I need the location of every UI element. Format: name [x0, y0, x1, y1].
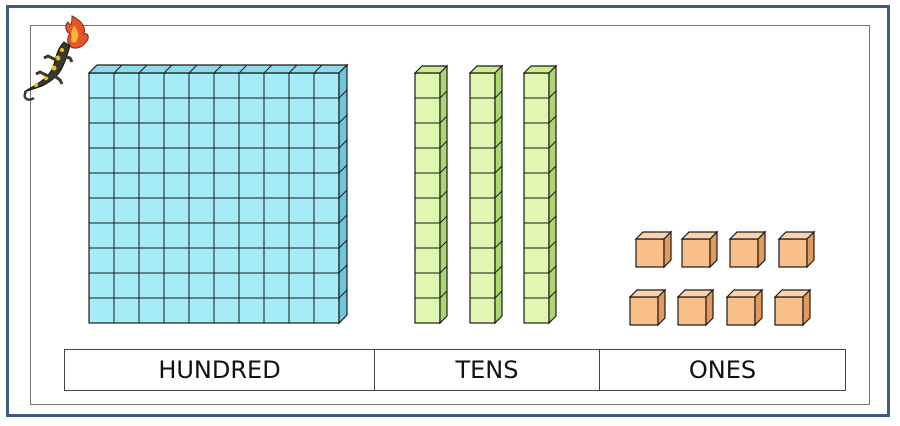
hundred-block: [87, 63, 349, 325]
ones-cube: [676, 288, 715, 327]
tens-rod: [468, 64, 504, 325]
ones-cube: [634, 230, 673, 269]
ones-label: ONES: [599, 350, 845, 390]
ones-cubes: [628, 230, 816, 327]
tens-rods: [413, 64, 558, 325]
hundred-label: HUNDRED: [158, 356, 281, 384]
ones-cube: [628, 288, 667, 327]
hundred-flat: [87, 63, 349, 325]
place-value-label-table: HUNDRED TENS ONES: [64, 349, 846, 391]
salamander-logo-icon: [23, 15, 89, 101]
ones-cube: [777, 230, 816, 269]
inner-frame: [30, 25, 870, 405]
ones-cube: [725, 288, 764, 327]
ones-cube: [680, 230, 719, 269]
ones-cube: [773, 288, 812, 327]
tens-rod: [522, 64, 558, 325]
tens-label: TENS: [374, 350, 599, 390]
tens-rod: [413, 64, 449, 325]
ones-cube: [728, 230, 767, 269]
